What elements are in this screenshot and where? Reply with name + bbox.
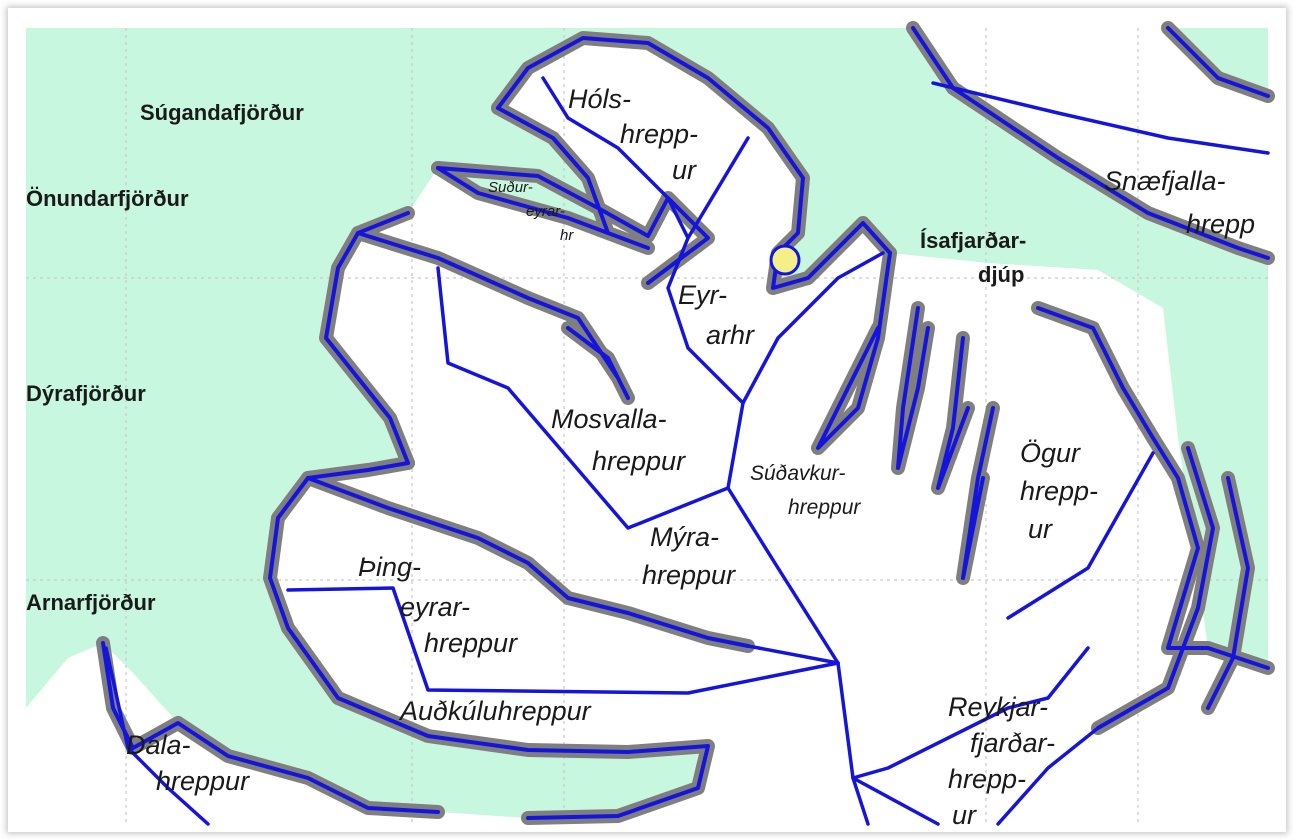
parish-border [1006,451,1155,620]
coastline [436,166,710,285]
parish-borders [104,76,1270,826]
coastline [306,476,750,648]
coastline [961,406,995,580]
coastline [936,336,970,490]
water-labels: Súgandafjörður Önundarfjörður Dýrafjörðu… [26,100,1033,615]
parish-label-line: hreppur [642,560,736,590]
parish-labels: Hóls- hrepp- ur Suður- eyrar- hr Eyr- ar… [126,84,1255,830]
coastline [1166,26,1270,98]
parish-border [104,646,210,826]
coastline [496,36,892,290]
coastline [911,26,1270,260]
parish-border [931,81,1270,155]
coastlines [96,21,1275,825]
parish-label-line: Súðavkur- [750,462,845,485]
parish-label-line: eyrar- [400,592,470,622]
parish-label-line: Ögur [1020,438,1081,468]
parish-label-line: Suður- [488,179,533,196]
parish-border [541,76,750,240]
parish-label-line: hreppur [424,628,518,658]
water-label-line: djúp [978,262,1024,287]
coastline [896,306,930,470]
parish-border [286,586,840,695]
parish-label-sudavikurhreppur: Súðavkur- hreppur [750,462,861,519]
parish-label-eyrarhreppur: Eyr- arhr [678,280,755,350]
parish-label-line: Dala- [126,730,191,760]
parish-label-line: ur [672,155,697,185]
parish-border [851,776,940,826]
water-label-onundarfjordur: Önundarfjörður [26,186,189,211]
coastline [1036,306,1270,670]
parish-label-line: Hóls- [568,84,631,114]
map-frame: Súgandafjörður Önundarfjörður Dýrafjörðu… [8,8,1286,832]
parish-label-line: hreppur [156,766,250,796]
coastline [101,641,440,814]
parish-label-line: hrepp [1186,209,1255,239]
water-label-arnarfjordur: Arnarfjörður [26,590,156,615]
coastline [816,251,892,450]
parish-label-mosvallahreppur: Mosvalla- hreppur [551,404,686,476]
parish-label-line: hrepp- [948,764,1026,794]
parish-label-snaefjallahreppur: Snæfjalla- hrepp [1104,166,1255,239]
sea-main [26,28,1268,818]
parish-label-audkuluhreppur: Auðkúluhreppur [398,696,592,726]
parish-label-line: hrepp- [1020,476,1098,506]
parish-label-line: fjarðar- [970,728,1055,758]
parish-label-line: hrepp- [620,119,698,149]
parish-border [996,726,1100,826]
parish-label-sudureyrarhreppur: Suður- eyrar- hr [488,179,574,244]
parish-label-thingeyrarhreppur: Þing- eyrar- hreppur [358,552,518,658]
parish-label-line: Snæfjalla- [1104,166,1226,196]
coastline [1206,476,1250,710]
coastline [356,231,630,400]
parish-label-holshreppur: Hóls- hrepp- ur [568,84,706,185]
parish-label-line: Mosvalla- [551,404,667,434]
parish-label-line: hr [560,227,574,244]
coastline [436,106,650,250]
parish-label-line: eyrar- [526,203,565,220]
parish-label-line: hreppur [788,496,861,519]
parish-label-ogurhreppur: Ögur hrepp- ur [1020,438,1106,544]
parish-label-line: ur [1028,514,1053,544]
water-label-isafjardardjup: Ísafjarðar- djúp [920,228,1033,287]
parish-border [726,486,840,665]
parish-label-line: arhr [706,320,755,350]
water-label-line: Ísafjarðar- [920,228,1026,253]
parish-label-line: Þing- [358,552,421,582]
water-label-dyrafjordur: Dýrafjörður [26,381,146,406]
parish-label-myrahreppur: Mýra- hreppur [642,522,736,590]
parish-label-reykjarfjardarhreppur: Reykjar- fjarðar- hrepp- ur [948,692,1063,830]
parish-label-line: Eyr- [678,280,727,310]
parish-label-dalahreppur: Dala- hreppur [126,730,250,796]
parish-label-line: hreppur [592,446,686,476]
parish-label-line: ur [952,800,977,830]
parish-border [746,644,840,665]
location-marker [769,244,801,276]
coastline [268,461,710,820]
parish-map: Súgandafjörður Önundarfjörður Dýrafjörðu… [26,21,1275,830]
parish-label-line: Reykjar- [948,692,1048,722]
parish-border [851,646,1090,780]
parish-label-line: Mýra- [650,522,719,552]
coastline [1096,446,1215,730]
water-label-sugandafjordur: Súgandafjörður [140,100,304,125]
